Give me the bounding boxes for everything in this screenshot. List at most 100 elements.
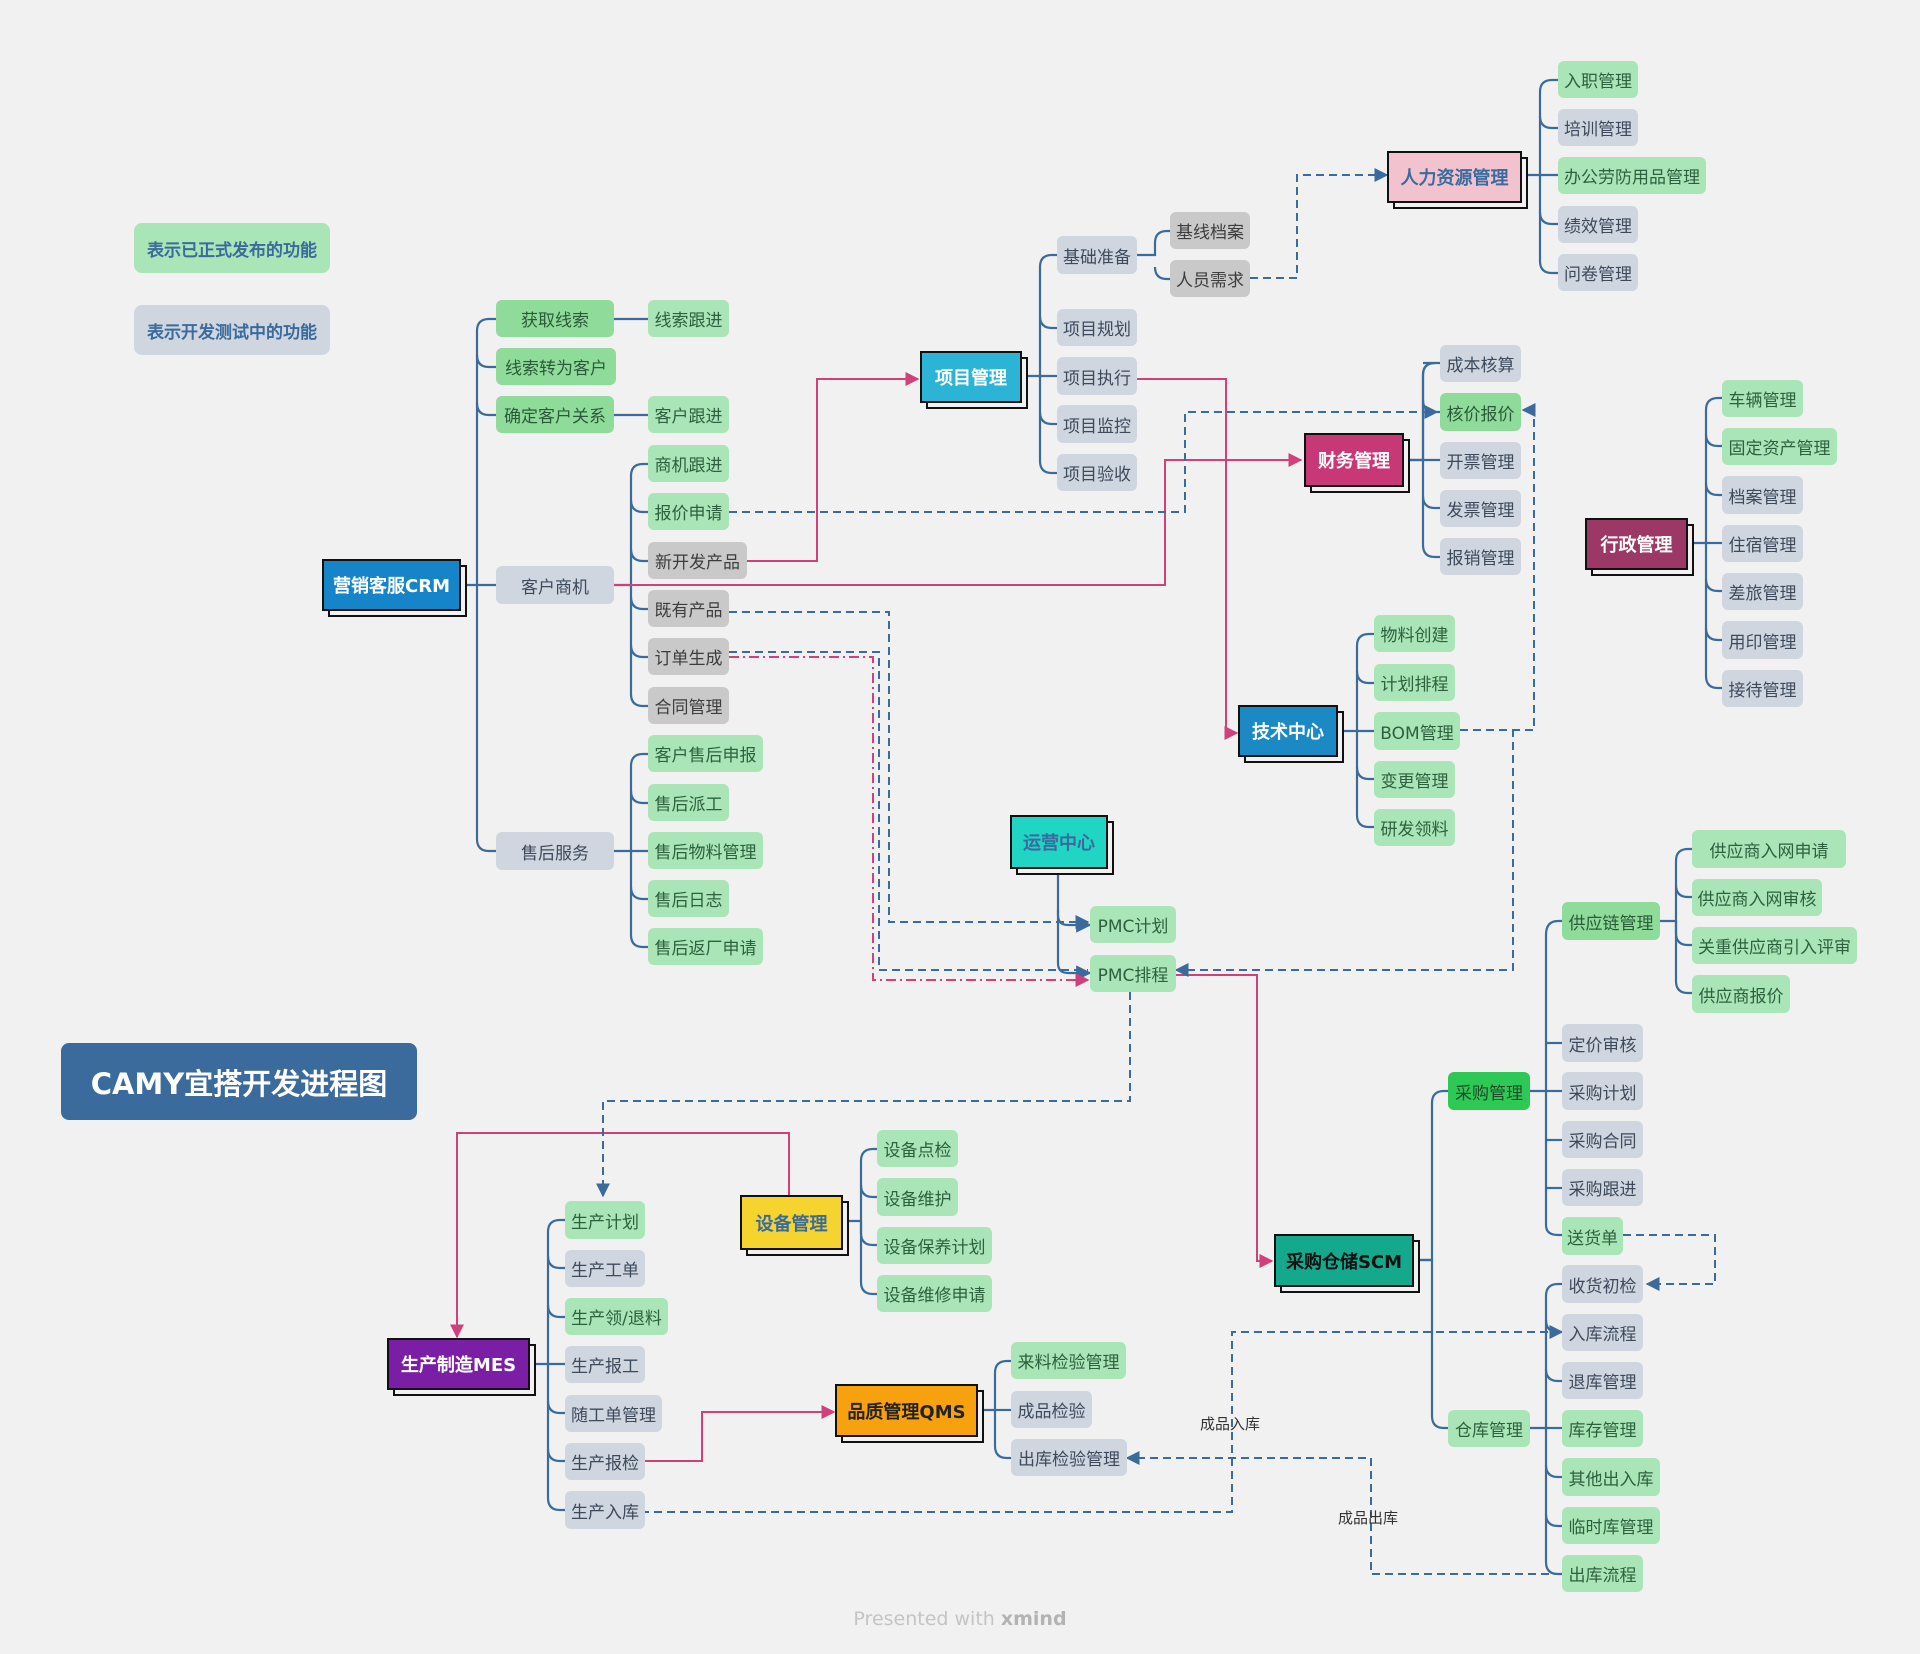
node-admin-lodging[interactable]: 住宿管理 [1722,525,1803,562]
topic-ops[interactable]: 运营中心 [1010,815,1108,869]
node-fin-cost[interactable]: 成本核算 [1440,345,1521,382]
node-purchase-contract[interactable]: 采购合同 [1562,1121,1643,1158]
node-mes-traveler[interactable]: 随工单管理 [565,1395,662,1432]
node-tech-rd-material[interactable]: 研发领料 [1374,809,1455,846]
node-opportunity[interactable]: 客户商机 [496,566,614,604]
node-as-material[interactable]: 售后物料管理 [648,832,763,869]
topic-scm[interactable]: 采购仓储SCM [1274,1234,1414,1287]
node-return-stock[interactable]: 退库管理 [1562,1362,1643,1399]
node-inbound-flow[interactable]: 入库流程 [1562,1314,1643,1351]
node-pmc-plan[interactable]: PMC计划 [1090,906,1176,943]
node-supplier-apply[interactable]: 供应商入网申请 [1692,830,1846,868]
node-opp-follow[interactable]: 商机跟进 [648,445,729,482]
node-fin-reimburse[interactable]: 报销管理 [1440,538,1521,575]
edge-label-finished-out: 成品出库 [1338,1509,1399,1527]
node-mes-inspect-request[interactable]: 生产报检 [565,1443,645,1480]
node-mes-material[interactable]: 生产领/退料 [565,1298,668,1335]
node-qms-incoming[interactable]: 来料检验管理 [1011,1342,1126,1379]
node-after-sales[interactable]: 售后服务 [496,832,614,870]
node-fin-pricing[interactable]: 核价报价 [1440,393,1521,431]
node-pmc-schedule[interactable]: PMC排程 [1090,955,1176,992]
node-mes-warehousing[interactable]: 生产入库 [565,1491,645,1529]
node-fin-invoice[interactable]: 发票管理 [1440,490,1521,527]
edge-label-finished-in: 成品入库 [1200,1415,1261,1433]
node-hr-performance[interactable]: 绩效管理 [1558,206,1638,243]
node-eq-repair-request[interactable]: 设备维修申请 [877,1275,992,1312]
node-as-report[interactable]: 客户售后申报 [648,735,763,772]
node-existing-product[interactable]: 既有产品 [648,590,729,627]
node-admin-travel[interactable]: 差旅管理 [1722,573,1803,610]
node-mes-report[interactable]: 生产报工 [565,1346,645,1383]
node-lead-get[interactable]: 获取线索 [496,300,614,337]
node-hr-onboard[interactable]: 入职管理 [1558,61,1638,98]
node-purchase-follow[interactable]: 采购跟进 [1562,1169,1643,1206]
node-admin-vehicle[interactable]: 车辆管理 [1722,380,1803,417]
node-hr-office-supplies[interactable]: 办公劳防用品管理 [1558,157,1706,194]
node-warehouse-mgmt[interactable]: 仓库管理 [1448,1410,1530,1447]
node-fin-billing[interactable]: 开票管理 [1440,442,1521,479]
node-eq-maintain[interactable]: 设备维护 [877,1178,958,1216]
node-supply-chain[interactable]: 供应链管理 [1562,902,1660,940]
footer: Presented with xmind [0,1608,1920,1630]
node-tech-bom[interactable]: BOM管理 [1374,712,1460,750]
node-inventory[interactable]: 库存管理 [1562,1410,1643,1447]
topic-qms[interactable]: 品质管理QMS [835,1384,978,1437]
node-staff-demand[interactable]: 人员需求 [1170,260,1250,297]
topic-project[interactable]: 项目管理 [920,351,1022,403]
node-purchase-plan[interactable]: 采购计划 [1562,1072,1643,1110]
diagram-title: CAMY宜搭开发进程图 [61,1043,417,1120]
topic-finance[interactable]: 财务管理 [1304,433,1404,487]
topic-crm[interactable]: 营销客服CRM [322,559,461,611]
node-project-monitor[interactable]: 项目监控 [1057,405,1137,443]
node-supplier-quote[interactable]: 供应商报价 [1692,975,1790,1013]
node-hr-survey[interactable]: 问卷管理 [1558,254,1638,291]
node-as-return[interactable]: 售后返厂申请 [648,928,763,965]
node-basic-prep[interactable]: 基础准备 [1057,236,1137,274]
node-project-exec[interactable]: 项目执行 [1057,357,1137,395]
node-as-log[interactable]: 售后日志 [648,880,729,917]
topic-equipment[interactable]: 设备管理 [740,1195,843,1250]
node-tech-material[interactable]: 物料创建 [1374,615,1455,652]
topic-mes[interactable]: 生产制造MES [387,1338,530,1390]
node-lead-follow[interactable]: 线索跟进 [648,300,729,337]
node-project-plan[interactable]: 项目规划 [1057,309,1137,346]
node-supplier-review[interactable]: 供应商入网审核 [1692,879,1822,916]
node-quote-request[interactable]: 报价申请 [648,493,729,530]
node-customer-follow[interactable]: 客户跟进 [648,396,729,433]
node-hr-training[interactable]: 培训管理 [1558,109,1638,146]
node-admin-seal[interactable]: 用印管理 [1722,621,1803,659]
node-price-review[interactable]: 定价审核 [1562,1024,1643,1062]
node-purchase-mgmt[interactable]: 采购管理 [1448,1072,1530,1110]
node-qms-finished[interactable]: 成品检验 [1011,1391,1092,1428]
node-as-dispatch[interactable]: 售后派工 [648,784,729,821]
node-lead-convert[interactable]: 线索转为客户 [496,348,616,385]
topic-tech[interactable]: 技术中心 [1238,705,1338,757]
topic-admin[interactable]: 行政管理 [1585,518,1688,570]
node-tech-change[interactable]: 变更管理 [1374,761,1455,798]
node-order-create[interactable]: 订单生成 [648,638,729,675]
node-mes-plan[interactable]: 生产计划 [565,1201,645,1239]
node-contract-mgmt[interactable]: 合同管理 [648,687,729,724]
legend-released: 表示已正式发布的功能 [134,223,330,273]
node-other-io[interactable]: 其他出入库 [1562,1458,1660,1496]
node-eq-upkeep-plan[interactable]: 设备保养计划 [877,1227,992,1264]
node-tech-scheduling[interactable]: 计划排程 [1374,664,1455,701]
node-delivery-note[interactable]: 送货单 [1562,1217,1623,1255]
topic-hr[interactable]: 人力资源管理 [1387,151,1522,203]
legend-testing: 表示开发测试中的功能 [134,305,330,355]
node-mes-workorder[interactable]: 生产工单 [565,1250,645,1287]
node-admin-reception[interactable]: 接待管理 [1722,670,1803,707]
node-project-accept[interactable]: 项目验收 [1057,454,1137,491]
node-admin-archive[interactable]: 档案管理 [1722,476,1803,514]
node-customer-rel[interactable]: 确定客户关系 [496,396,614,433]
node-temp-storage[interactable]: 临时库管理 [1562,1507,1660,1544]
node-key-supplier-eval[interactable]: 关重供应商引入评审 [1692,927,1857,964]
node-eq-inspect[interactable]: 设备点检 [877,1130,958,1167]
node-new-product[interactable]: 新开发产品 [648,542,747,579]
node-admin-assets[interactable]: 固定资产管理 [1722,428,1837,465]
node-baseline-archive[interactable]: 基线档案 [1170,212,1250,249]
node-qms-outgoing[interactable]: 出库检验管理 [1011,1439,1127,1476]
node-outbound-flow[interactable]: 出库流程 [1562,1555,1643,1592]
node-receive-inspect[interactable]: 收货初检 [1562,1265,1643,1303]
